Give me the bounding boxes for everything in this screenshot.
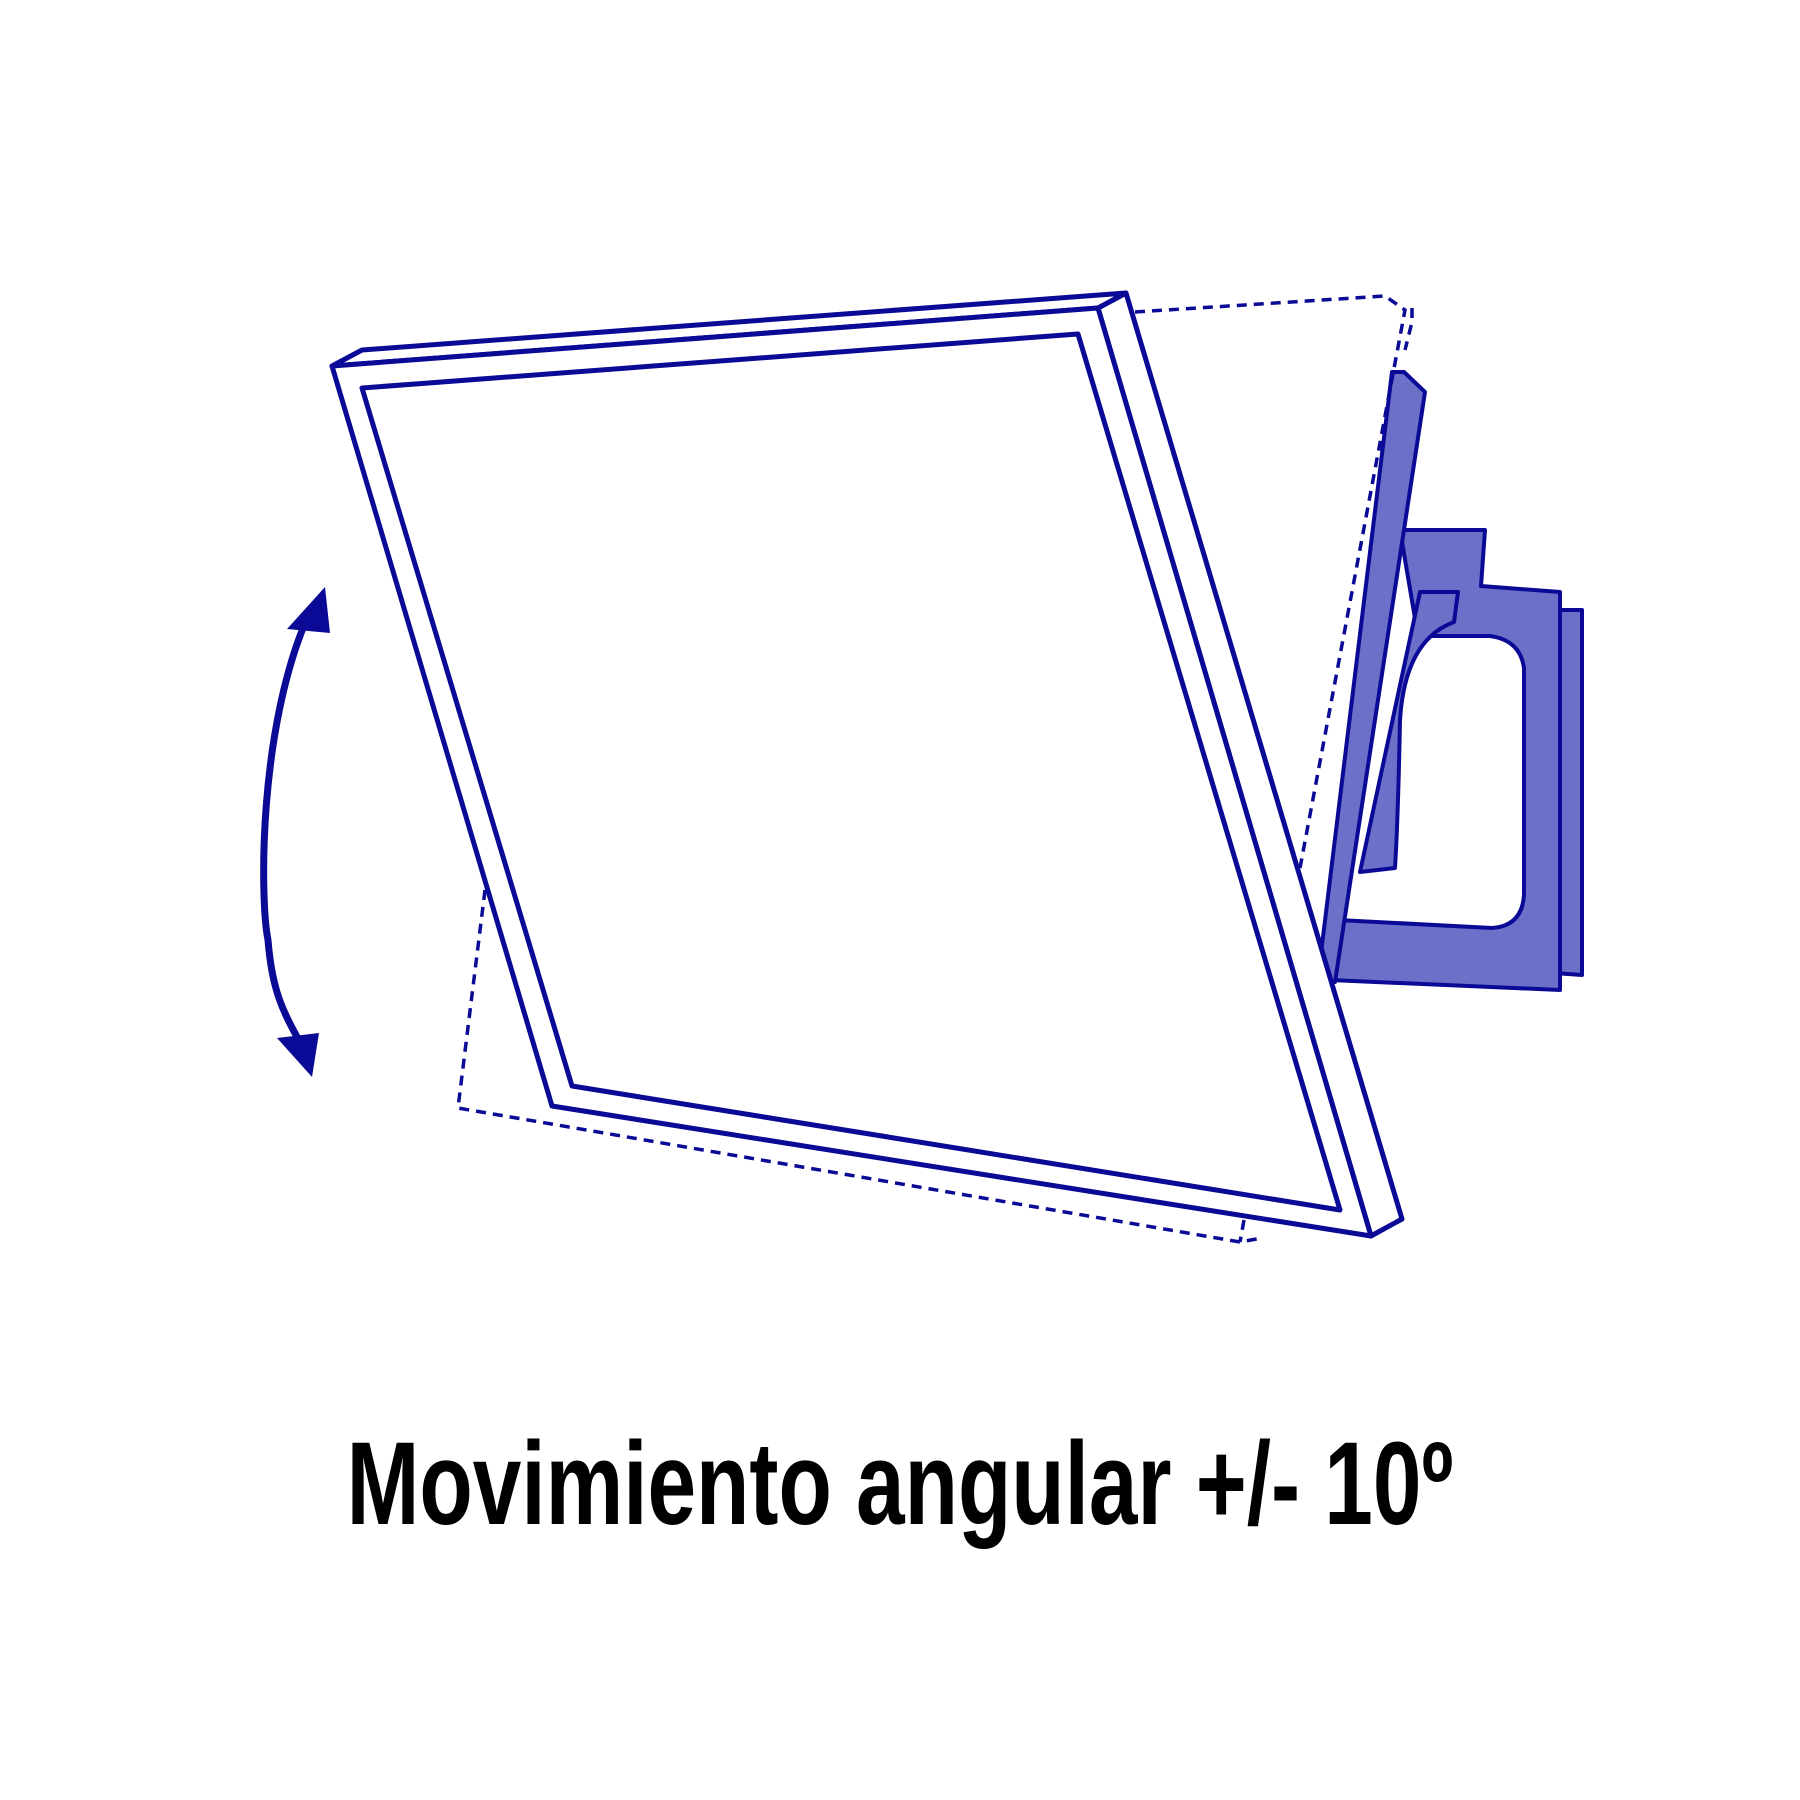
curved-double-arrow-icon [260, 587, 330, 1077]
tilt-range-outline [456, 294, 1414, 1244]
wall-mount-bracket-icon [1316, 370, 1584, 992]
caption-text: Movimiento angular +/- 10º [346, 1418, 1454, 1550]
tv-panel-icon [329, 290, 1405, 1239]
